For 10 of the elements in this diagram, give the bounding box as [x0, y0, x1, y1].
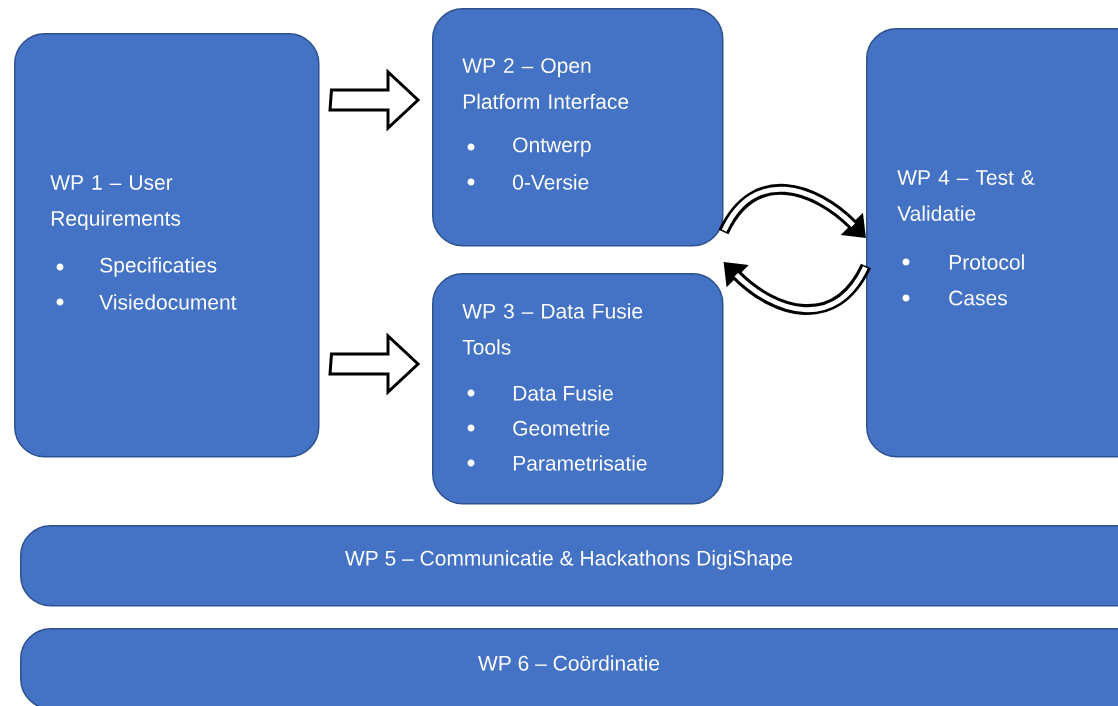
- work-package-box: WP 3 – Data Fusie Tools Data Fusie Geometrie Parametrisatie: [432, 273, 724, 505]
- block-arrow: [328, 332, 421, 396]
- work-package-box: WP 2 – Open Platform Interface Ontwerp 0-Versie: [432, 8, 724, 247]
- block-arrow: [328, 68, 421, 132]
- work-package-box: WP 4 – Test & Validatie Protocol Cases: [866, 28, 1118, 458]
- work-package-box: WP 6 – Coördinatie: [20, 628, 1118, 706]
- cycle-arrow: [723, 262, 871, 315]
- work-package-box: WP 1 – User Requirements Specificaties Visiedocument: [14, 33, 320, 458]
- work-package-box: WP 5 – Communicatie & Hackathons DigiShape: [20, 525, 1118, 607]
- cycle-arrow: [718, 184, 866, 238]
